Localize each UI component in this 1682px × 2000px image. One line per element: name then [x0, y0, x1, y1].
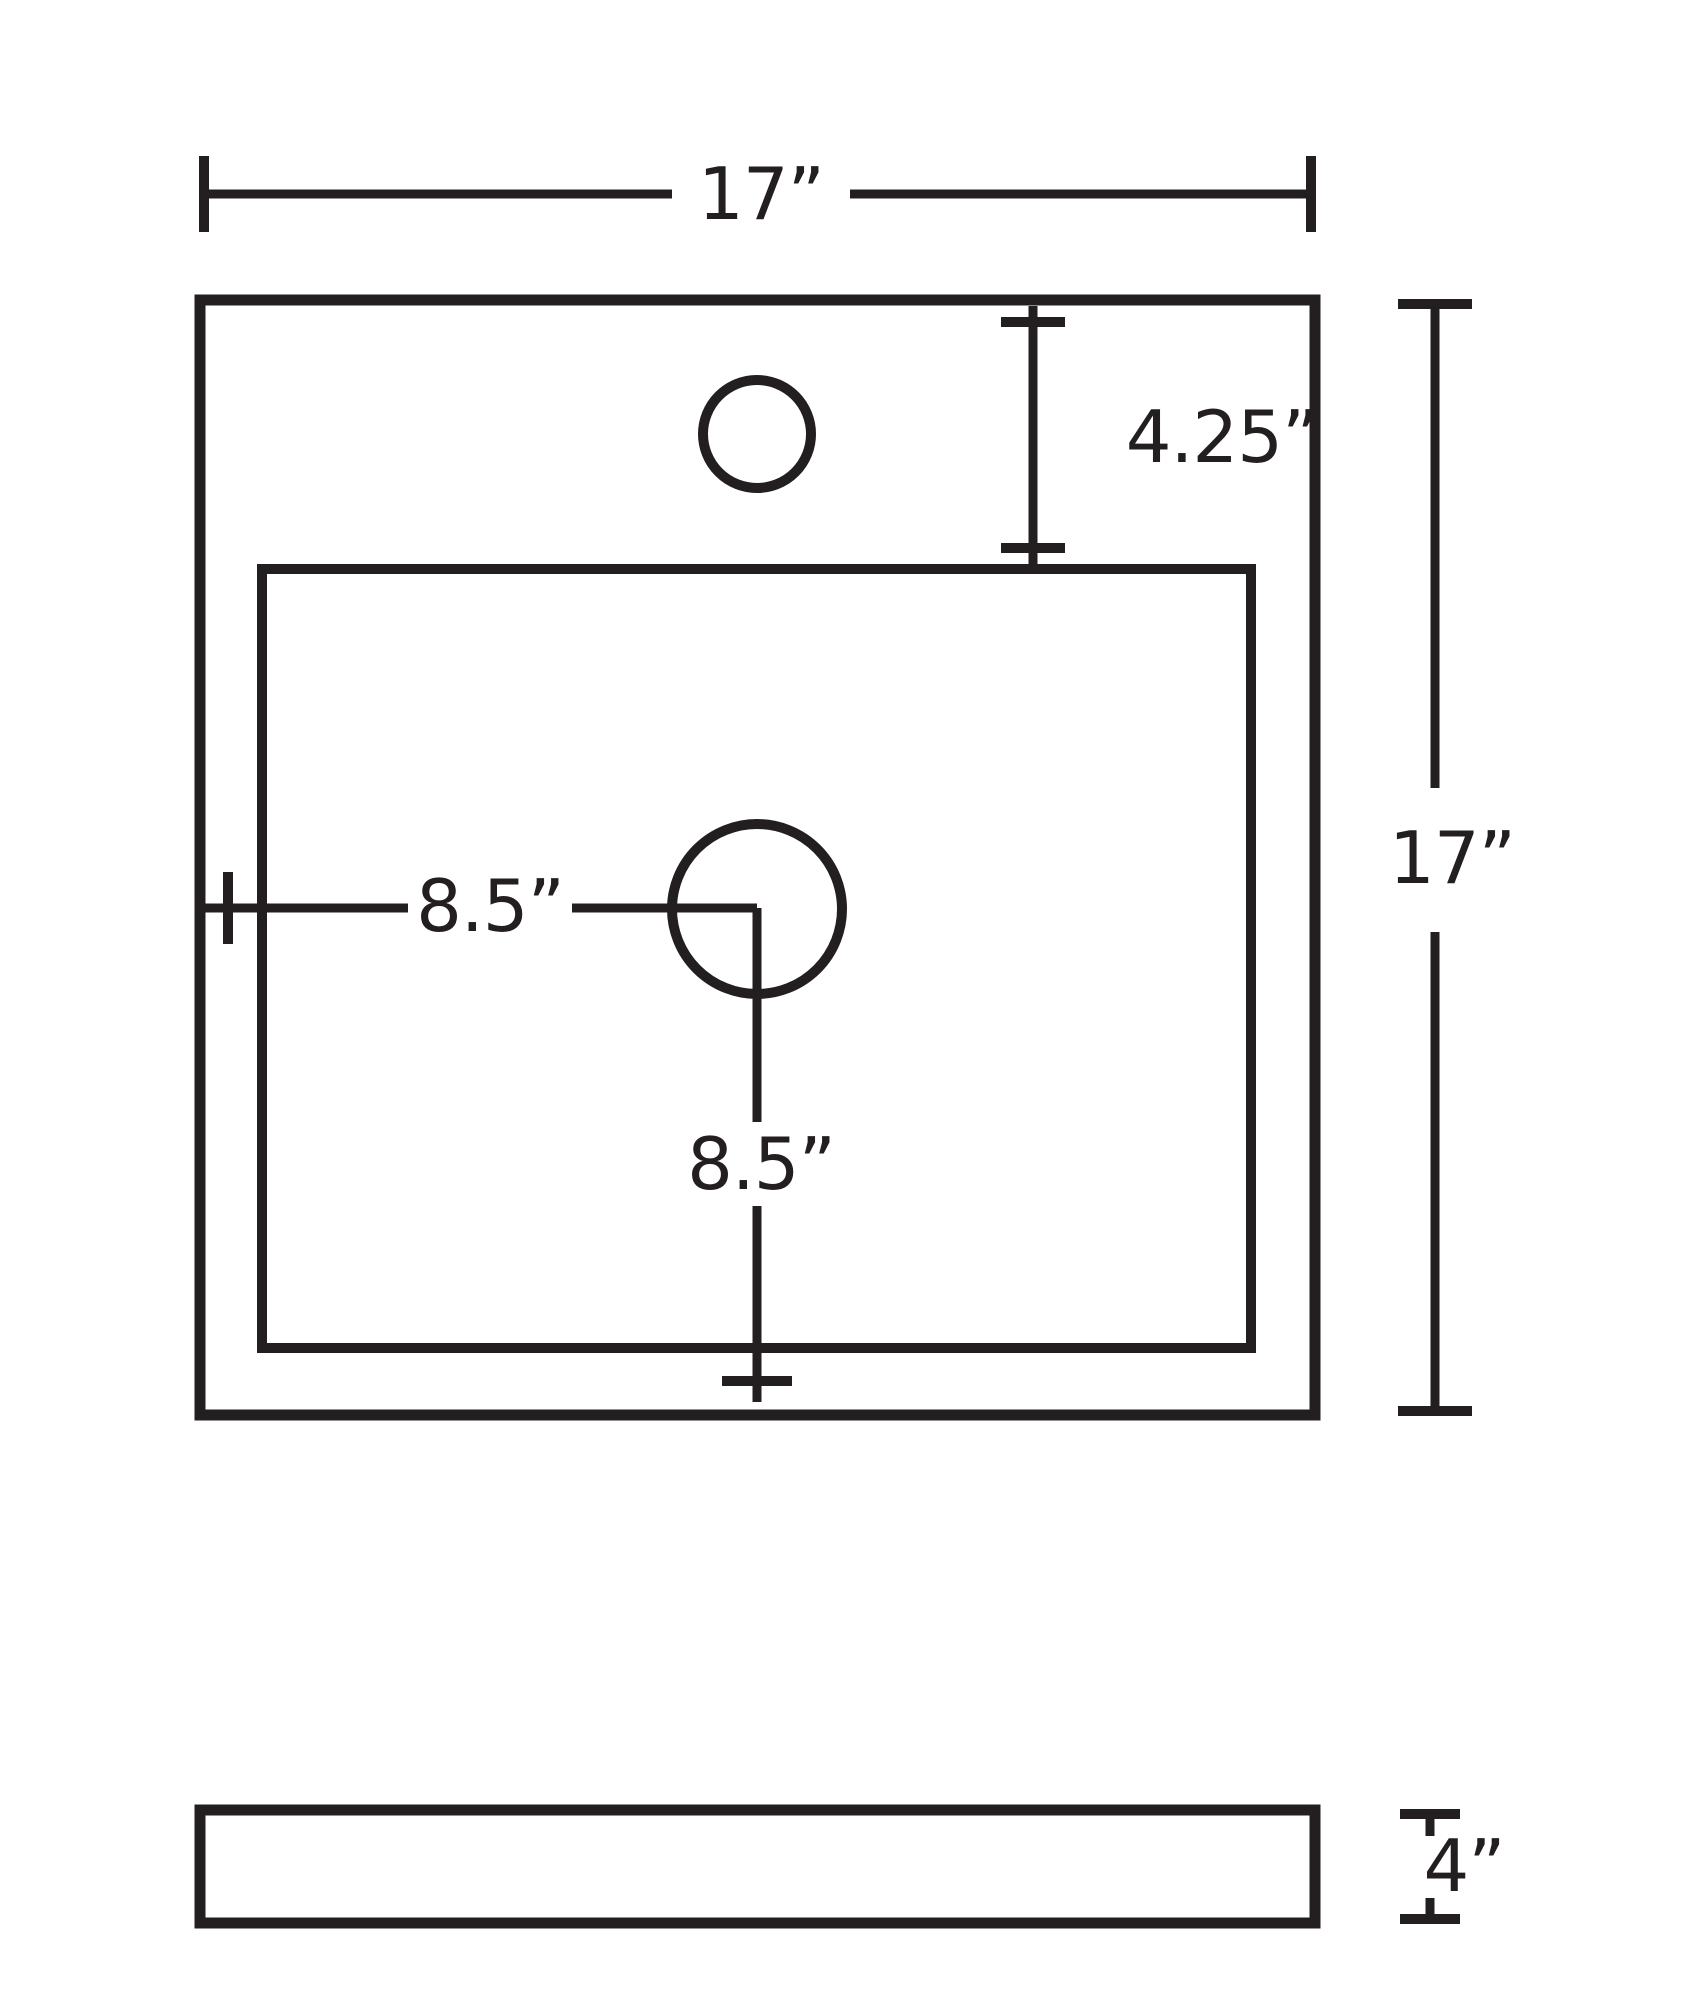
drain-vertical-dimension: 8.5” — [687, 908, 836, 1402]
drain-x-label: 8.5” — [416, 864, 564, 948]
sink-body-outline — [194, 294, 1321, 1421]
thickness-label: 4” — [1423, 1824, 1504, 1908]
side-view — [194, 1804, 1321, 1929]
thickness-dimension: 4” — [1400, 1809, 1506, 1924]
faucet-hole — [698, 375, 816, 493]
drain-horizontal-dimension: 8.5” — [203, 864, 757, 948]
overall-height-dimension: 17” — [1389, 299, 1516, 1416]
faucet-offset-label: 4.25” — [1126, 395, 1319, 479]
drain-y-label: 8.5” — [687, 1122, 835, 1206]
overall-width-dimension: 17” — [199, 152, 1316, 236]
side-profile-outline — [194, 1804, 1321, 1929]
overall-width-label: 17” — [698, 152, 824, 236]
faucet-offset-dimension: 4.25” — [1001, 306, 1319, 564]
overall-height-label: 17” — [1389, 816, 1515, 900]
